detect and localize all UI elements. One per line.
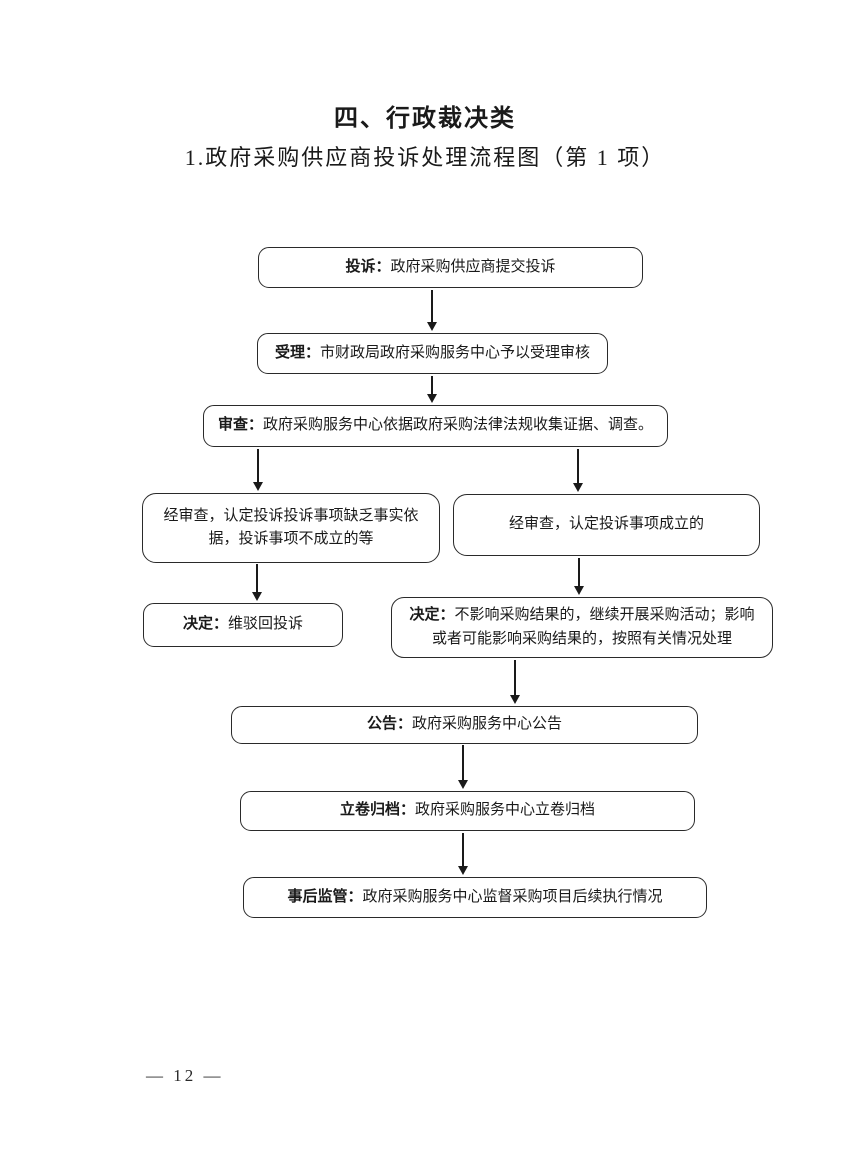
node-content: 受理：市财政局政府采购服务中心予以受理审核 xyxy=(265,340,600,367)
node-content: 事后监管：政府采购服务中心监督采购项目后续执行情况 xyxy=(277,884,672,911)
node-content: 经审查，认定投诉投诉事项缺乏事实依据，投诉事项不成立的等 xyxy=(143,503,439,554)
node-label: 公告： xyxy=(366,716,412,733)
arrow-shaft xyxy=(514,660,516,695)
node-text: 维驳回投诉 xyxy=(228,616,304,633)
arrow-shaft xyxy=(257,449,259,482)
arrow-head-icon xyxy=(573,586,584,595)
flow-node-branch-founded: 经审查，认定投诉事项成立的 xyxy=(453,494,760,556)
node-label: 决定： xyxy=(409,607,455,624)
arrow-head-icon xyxy=(251,592,262,601)
node-label: 审查： xyxy=(217,417,263,434)
node-text: 经审查，认定投诉事项成立的 xyxy=(508,516,704,533)
node-label: 受理： xyxy=(274,344,320,361)
arrow-shaft xyxy=(431,290,433,322)
arrow-head-icon xyxy=(252,482,263,491)
arrow-head-icon xyxy=(457,780,468,789)
node-content: 投诉：政府采购供应商提交投诉 xyxy=(335,254,565,281)
flow-node-acceptance: 受理：市财政局政府采购服务中心予以受理审核 xyxy=(257,333,608,374)
arrow-head-icon xyxy=(509,695,520,704)
arrow-shaft xyxy=(578,558,580,586)
figure-title: 1.政府采购供应商投诉处理流程图（第 1 项） xyxy=(184,145,666,170)
node-text: 政府采购服务中心公告 xyxy=(412,716,563,733)
node-text: 市财政局政府采购服务中心予以受理审核 xyxy=(320,344,591,361)
node-text: 不影响采购结果的，继续开展采购活动；影响或者可能影响采购结果的，按照有关情况处理 xyxy=(431,607,755,647)
page-number: — 12 — xyxy=(146,1066,224,1085)
node-label: 决定： xyxy=(182,616,228,633)
arrow-shaft xyxy=(462,745,464,780)
flow-node-review: 审查：政府采购服务中心依据政府采购法律法规收集证据、调查。 xyxy=(203,405,668,447)
arrow-shaft xyxy=(431,376,433,394)
node-content: 决定：不影响采购结果的，继续开展采购活动；影响或者可能影响采购结果的，按照有关情… xyxy=(392,602,772,653)
flow-node-decision-reject: 决定：维驳回投诉 xyxy=(143,603,343,647)
node-text: 政府采购供应商提交投诉 xyxy=(390,258,556,275)
section-title: 四、行政裁决类 xyxy=(334,106,516,132)
node-content: 决定：维驳回投诉 xyxy=(173,611,313,638)
arrow-head-icon xyxy=(457,866,468,875)
flow-node-decision-handle: 决定：不影响采购结果的，继续开展采购活动；影响或者可能影响采购结果的，按照有关情… xyxy=(391,597,773,658)
node-content: 公告：政府采购服务中心公告 xyxy=(357,711,572,738)
flow-node-branch-unfounded: 经审查，认定投诉投诉事项缺乏事实依据，投诉事项不成立的等 xyxy=(142,493,440,563)
node-text: 经审查，认定投诉投诉事项缺乏事实依据，投诉事项不成立的等 xyxy=(163,507,419,547)
node-text: 政府采购服务中心监督采购项目后续执行情况 xyxy=(362,888,663,905)
arrow-shaft xyxy=(256,564,258,592)
node-content: 经审查，认定投诉事项成立的 xyxy=(499,511,714,538)
node-content: 立卷归档：政府采购服务中心立卷归档 xyxy=(330,797,605,824)
node-content: 审查：政府采购服务中心依据政府采购法律法规收集证据、调查。 xyxy=(208,412,663,439)
node-text: 政府采购服务中心依据政府采购法律法规收集证据、调查。 xyxy=(263,417,654,434)
node-label: 事后监管： xyxy=(287,888,363,905)
flow-node-complaint: 投诉：政府采购供应商提交投诉 xyxy=(258,247,643,288)
flow-node-announcement: 公告：政府采购服务中心公告 xyxy=(231,706,698,744)
arrow-head-icon xyxy=(426,322,437,331)
node-label: 立卷归档： xyxy=(339,802,415,819)
arrow-head-icon xyxy=(426,394,437,403)
node-text: 政府采购服务中心立卷归档 xyxy=(415,802,596,819)
arrow-shaft xyxy=(577,449,579,483)
arrow-head-icon xyxy=(572,483,583,492)
arrow-shaft xyxy=(462,833,464,866)
flow-node-supervision: 事后监管：政府采购服务中心监督采购项目后续执行情况 xyxy=(243,877,707,918)
flow-node-archive: 立卷归档：政府采购服务中心立卷归档 xyxy=(240,791,695,831)
node-label: 投诉： xyxy=(345,258,391,275)
